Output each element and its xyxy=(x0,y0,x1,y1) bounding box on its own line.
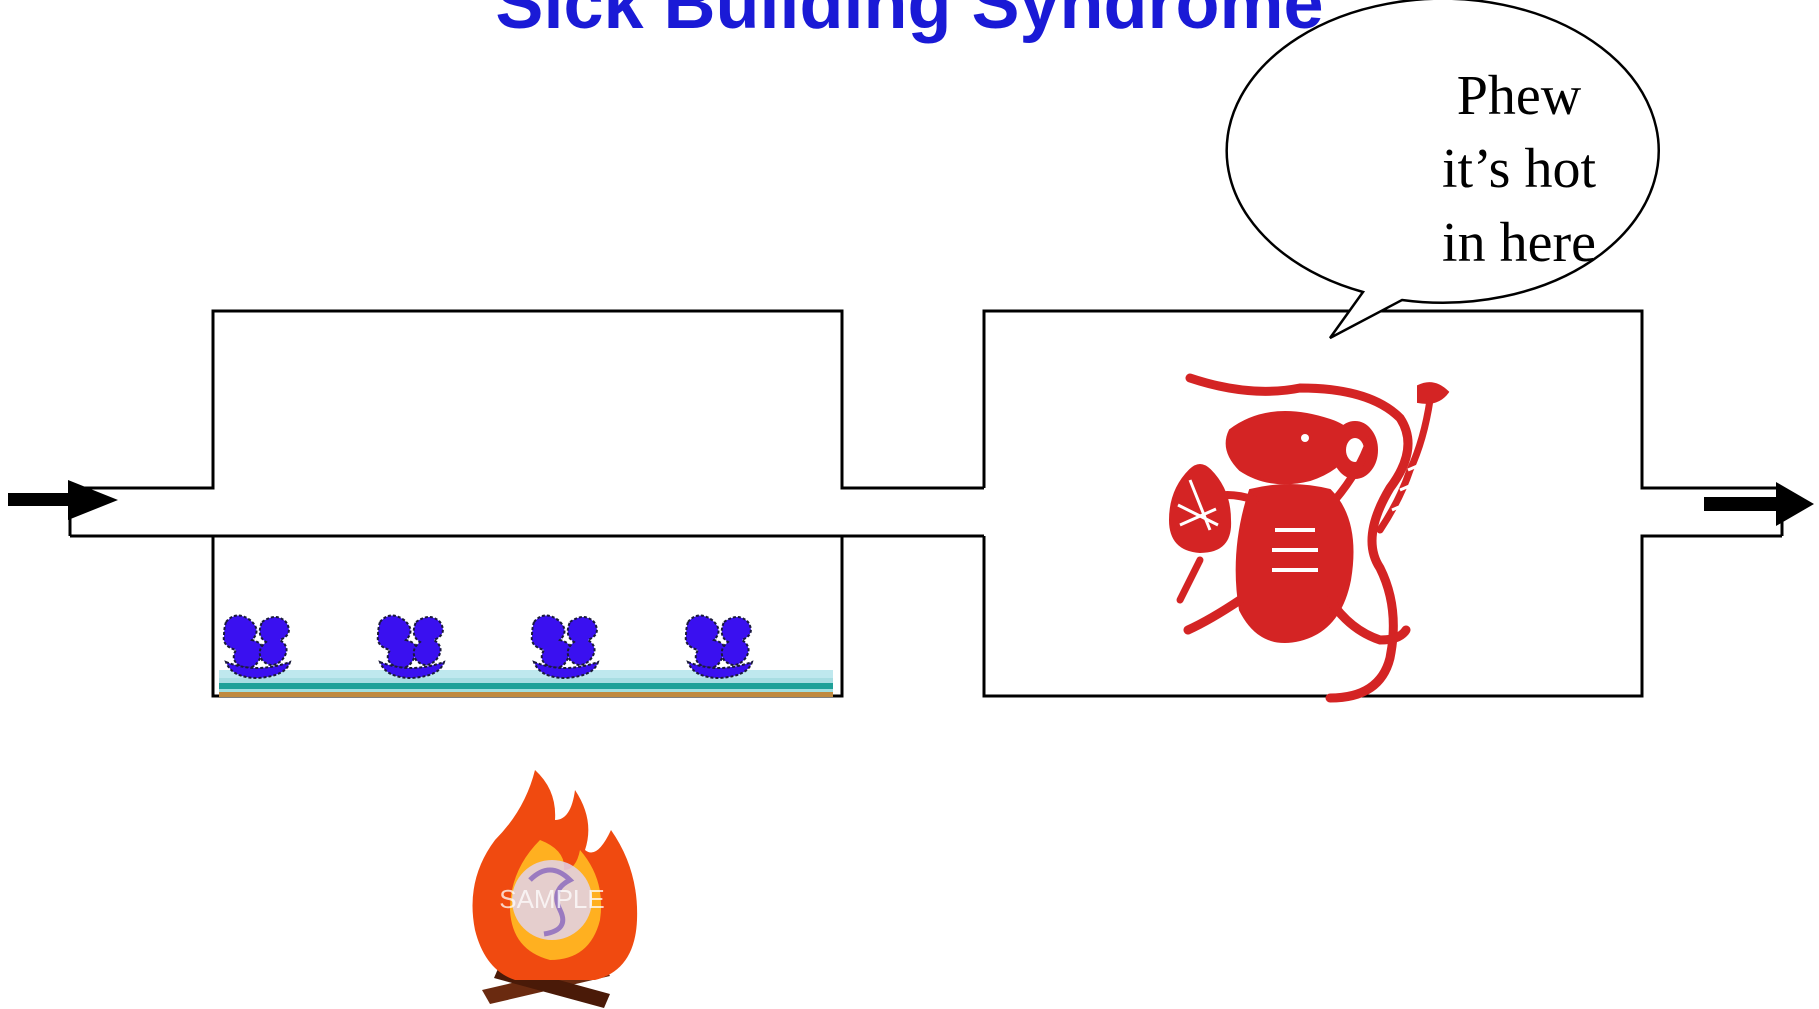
rat-icon xyxy=(1168,373,1450,703)
outflow-arrow-icon xyxy=(1704,482,1814,526)
fire-icon: SAMPLE xyxy=(472,770,638,1008)
room-2-outline xyxy=(982,309,1782,698)
inflow-arrow-icon xyxy=(8,480,118,520)
speech-bubble-line-3: in here xyxy=(1442,212,1596,274)
speech-bubble-line-1: Phew xyxy=(1457,65,1582,127)
connecting-duct xyxy=(842,486,984,538)
speech-bubble: Phew it’s hot in here xyxy=(1225,0,1660,340)
fire-watermark: SAMPLE xyxy=(499,884,605,914)
slide-title: Sick Building Syndrome xyxy=(495,0,1324,44)
speech-bubble-line-2: it’s hot xyxy=(1442,138,1596,200)
carpet-icon xyxy=(219,614,833,697)
room-1-outline xyxy=(70,309,984,698)
